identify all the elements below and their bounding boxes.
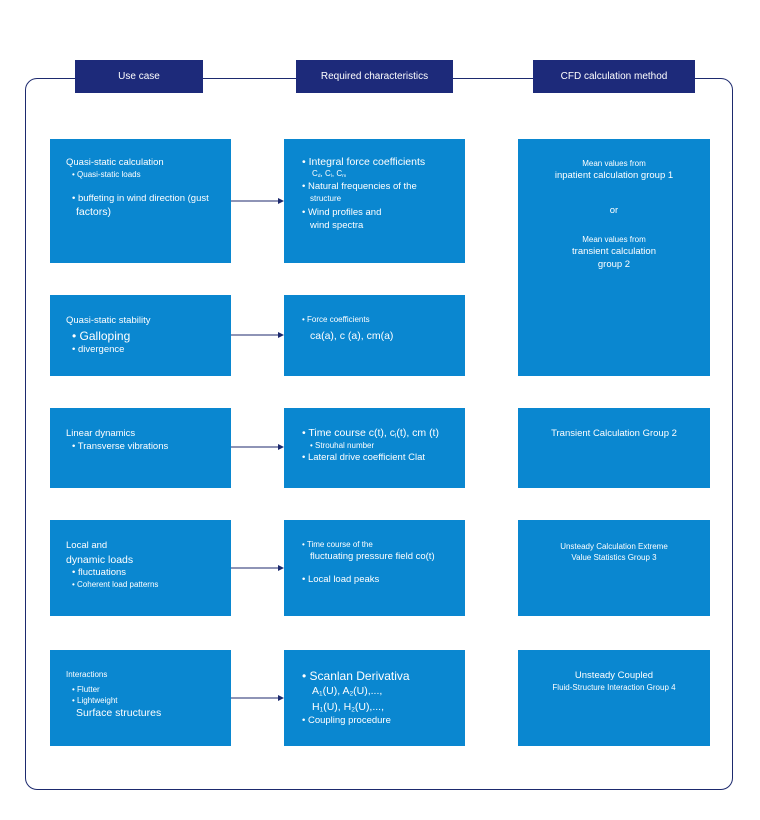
use-case-box-interactions: Interactions • Flutter • Lightweight Sur…	[50, 650, 231, 746]
time-course-subscript: l	[394, 432, 397, 440]
cfd-or: or	[609, 204, 619, 216]
required-item: • Lateral drive coefficient Clat	[302, 452, 426, 464]
cfd-box-group-1-2: Mean values from inpatient calculation g…	[518, 139, 710, 376]
cfd-text: Unsteady Calculation Extreme	[560, 542, 668, 551]
use-case-title: Local and	[66, 540, 108, 551]
use-case-box-linear-dynamics: Linear dynamics • Transverse vibrations	[50, 408, 231, 488]
coef-symbol: C	[312, 169, 318, 179]
required-item-continued: fluctuating pressure field co(t)	[310, 550, 435, 562]
use-case-title: Quasi-static stability	[66, 315, 151, 326]
cfd-text: transient calculation	[572, 246, 656, 258]
required-item-continued: wind spectra	[310, 219, 364, 231]
use-case-item: • Transverse vibrations	[72, 440, 169, 452]
use-case-item: • Flutter	[72, 684, 100, 694]
cfd-box-group-3: Unsteady Calculation Extreme Value Stati…	[518, 520, 710, 616]
coef-subscript: l	[330, 174, 332, 180]
use-case-box-quasi-static-calculation: Quasi-static calculation • Quasi-static …	[50, 139, 231, 263]
required-item: • Scanlan Derivativa	[302, 669, 410, 683]
coef-subscript: m	[342, 174, 347, 180]
scanlan-a-derivatives: A1(U), A2(U),...,	[312, 685, 383, 698]
required-box-scanlan: • Scanlan Derivativa A1(U), A2(U),..., H…	[284, 650, 465, 746]
use-case-item: • Quasi-static loads	[72, 169, 141, 179]
cfd-text: inpatient calculation group 1	[554, 169, 674, 181]
time-course-text-end: (t), cm (t)	[396, 427, 439, 439]
coef-subscript: d	[317, 174, 321, 180]
use-case-item: • fluctuations	[72, 566, 127, 578]
header-use-case: Use case	[75, 60, 203, 93]
required-item: • Time course c(t), cl(t), cm (t)	[302, 426, 455, 441]
required-item: • Coupling procedure	[302, 715, 391, 726]
use-case-title: Linear dynamics	[66, 428, 136, 439]
required-item: • Integral force coefficients	[302, 156, 426, 168]
use-case-item: • Galloping	[72, 328, 131, 343]
coef-symbol: C	[336, 169, 343, 179]
required-box-time-course: • Time course c(t), cl(t), cm (t) • Stro…	[284, 408, 465, 488]
cfd-text: group 2	[597, 259, 631, 271]
force-coefficient-symbols: Cd, Cl, Cm	[302, 169, 455, 181]
use-case-title-continued: dynamic loads	[66, 553, 134, 566]
cfd-text: Unsteady Coupled	[574, 670, 654, 681]
required-item: • Wind profiles and	[302, 206, 382, 218]
header-cfd-label: CFD calculation method	[560, 71, 668, 82]
required-item: • Force coefficients	[302, 315, 370, 324]
use-case-item: • Lightweight	[72, 695, 118, 705]
required-item: • Natural frequencies of the	[302, 181, 417, 193]
header-use-case-label: Use case	[118, 71, 160, 82]
coef-symbol: C	[325, 169, 331, 179]
required-box-pressure-field: • Time course of the fluctuating pressur…	[284, 520, 465, 616]
header-cfd-method: CFD calculation method	[533, 60, 695, 93]
required-item: • Local load peaks	[302, 573, 380, 585]
cfd-text: Transient Calculation Group 2	[551, 428, 677, 439]
required-item-continued: ca(a), c (a), cm(a)	[310, 329, 394, 342]
cfd-box-group-4: Unsteady Coupled Fluid-Structure Interac…	[518, 650, 710, 746]
required-box-force-coefficients: • Force coefficients ca(a), c (a), cm(a)	[284, 295, 465, 376]
cfd-text: Value Statistics Group 3	[571, 552, 657, 562]
use-case-item: • buffeting in wind direction (gust	[72, 192, 209, 204]
use-case-item: • Coherent load patterns	[72, 579, 159, 589]
time-course-text: • Time course c(t), c	[302, 427, 395, 439]
cfd-text: Fluid-Structure Interaction Group 4	[552, 682, 676, 692]
header-required-label: Required characteristics	[320, 71, 429, 82]
use-case-title: Quasi-static calculation	[66, 157, 164, 168]
use-case-title: Interactions	[66, 670, 108, 679]
header-required-characteristics: Required characteristics	[296, 60, 453, 93]
use-case-box-quasi-static-stability: Quasi-static stability • Galloping • div…	[50, 295, 231, 376]
scanlan-h-derivatives: H1(U), H2(U),...,	[312, 700, 385, 714]
required-item: • Strouhal number	[310, 441, 375, 451]
cfd-text: Mean values from	[582, 159, 646, 168]
use-case-box-local-dynamic-loads: Local and dynamic loads • fluctuations •…	[50, 520, 231, 616]
coef-separator: ,	[320, 169, 325, 179]
use-case-item-continued: factors)	[76, 206, 112, 219]
use-case-item: • divergence	[72, 344, 125, 355]
coef-separator: ,	[331, 169, 337, 179]
cfd-text: Mean values from	[582, 235, 646, 245]
required-item: • Time course of the	[302, 540, 373, 549]
required-box-integral-force: • Integral force coefficients Cd, Cl, Cm…	[284, 139, 465, 263]
required-item-continued: structure	[310, 193, 342, 203]
use-case-item-continued: Surface structures	[76, 707, 162, 720]
cfd-box-group-2: Transient Calculation Group 2	[518, 408, 710, 488]
